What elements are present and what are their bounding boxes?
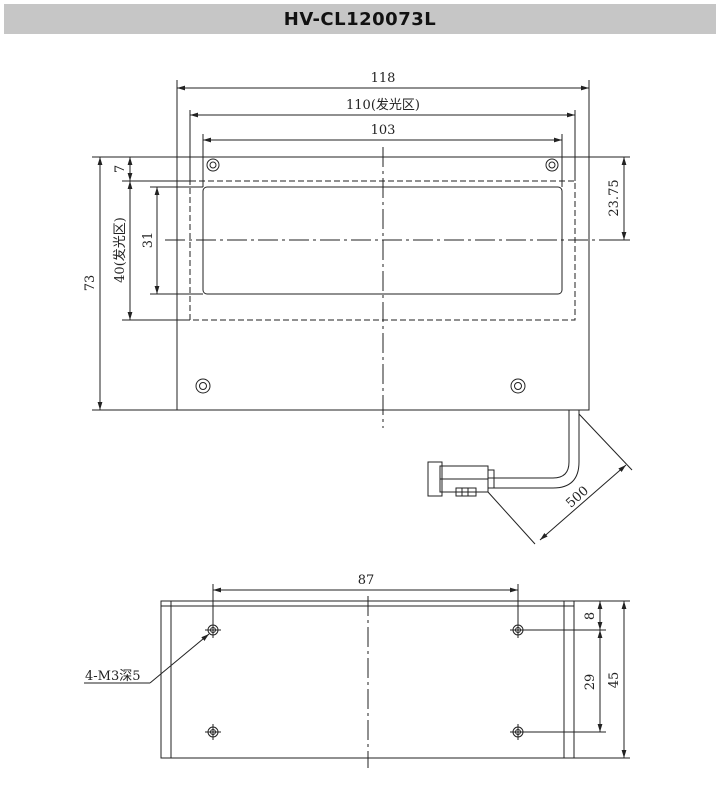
dim-label-110: 110(发光区): [346, 97, 420, 113]
mounting-hole-top-left: [206, 158, 220, 172]
cable: [488, 410, 580, 489]
dim-label-8: 8: [583, 612, 598, 620]
product-title: HV-CL120073L: [283, 8, 437, 30]
mounting-hole-bottom-left: [195, 378, 211, 394]
dim-line-500: [539, 464, 627, 541]
dim-label-23-75: 23.75: [607, 179, 622, 216]
dim-label-500: 500: [563, 484, 591, 512]
dim-label-87: 87: [358, 573, 375, 588]
dim-label-40: 40(发光区): [112, 217, 128, 283]
connector-plug: [427, 461, 495, 497]
dim-label-31: 31: [141, 232, 156, 249]
threaded-hole-bottom-right: [510, 724, 526, 740]
dim-label-73: 73: [83, 275, 98, 292]
threaded-hole-bottom-left: [205, 724, 221, 740]
dim-label-103: 103: [371, 123, 396, 138]
mounting-hole-top-right: [545, 158, 559, 172]
mounting-hole-bottom-right: [510, 378, 526, 394]
dim-label-118: 118: [371, 71, 396, 86]
dim-label-29: 29: [583, 674, 598, 691]
dim-label-45: 45: [607, 672, 622, 689]
hole-callout-label: 4-M3深5: [85, 669, 141, 684]
title-banner: HV-CL120073L: [4, 4, 716, 34]
dim-label-7: 7: [113, 165, 128, 173]
front-view: [92, 80, 633, 545]
bottom-view: [84, 584, 630, 768]
